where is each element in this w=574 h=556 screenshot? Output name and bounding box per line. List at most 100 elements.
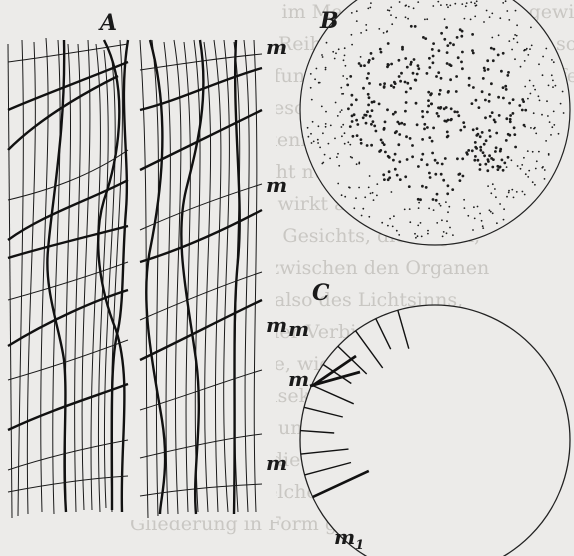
sphere-dot bbox=[513, 197, 515, 199]
sphere-dot bbox=[535, 168, 537, 170]
sphere-dot bbox=[440, 77, 443, 80]
sphere-dot bbox=[451, 188, 454, 191]
sphere-dot bbox=[436, 162, 439, 165]
sphere-dot bbox=[447, 184, 450, 187]
sphere-dot bbox=[446, 62, 449, 65]
sphere-dot bbox=[460, 61, 463, 64]
sphere-dot bbox=[339, 111, 341, 113]
sphere-dot bbox=[489, 16, 491, 18]
sphere-dot bbox=[436, 193, 439, 196]
sphere-dot bbox=[485, 139, 488, 142]
sphere-dot bbox=[484, 163, 487, 166]
sphere-dot bbox=[449, 119, 452, 122]
sphere-dot bbox=[412, 72, 415, 75]
sphere-dot bbox=[525, 49, 527, 51]
sphere-dot bbox=[560, 103, 562, 105]
sphere-dot bbox=[442, 179, 445, 182]
sphere-dot bbox=[316, 68, 318, 70]
sphere-dot bbox=[471, 149, 474, 152]
sphere-dot bbox=[376, 195, 378, 197]
sphere-dot bbox=[473, 159, 476, 162]
sphere-dot bbox=[525, 173, 527, 175]
sphere-dot bbox=[417, 1, 419, 3]
sphere-dot bbox=[356, 20, 358, 22]
sphere-dot bbox=[419, 198, 422, 201]
sphere-dot bbox=[408, 185, 411, 188]
sphere-dot bbox=[534, 127, 536, 129]
sphere-dot bbox=[533, 112, 535, 114]
sphere-dot bbox=[426, 72, 429, 75]
sphere-dot bbox=[506, 196, 508, 198]
sphere-dot bbox=[493, 48, 496, 51]
sphere-dot bbox=[432, 127, 435, 130]
sphere-dot bbox=[524, 86, 526, 88]
sphere-dot bbox=[362, 116, 365, 119]
sphere-dot bbox=[431, 48, 434, 51]
sphere-dot bbox=[398, 133, 401, 136]
sphere-dot bbox=[492, 212, 494, 214]
sphere-dot bbox=[394, 82, 397, 85]
sphere-dot bbox=[489, 209, 491, 211]
sphere-dot bbox=[551, 126, 553, 128]
sphere-dot bbox=[337, 183, 339, 185]
sphere-dot bbox=[499, 203, 501, 205]
sphere-dot bbox=[536, 160, 538, 162]
sphere-dot bbox=[472, 86, 475, 89]
sphere-dot bbox=[517, 42, 519, 44]
sphere-dot bbox=[373, 199, 375, 201]
sphere-dot bbox=[366, 110, 369, 113]
sphere-dot bbox=[383, 178, 386, 181]
sphere-dot bbox=[409, 208, 411, 210]
sphere-dot bbox=[383, 85, 386, 88]
sphere-dot bbox=[335, 102, 337, 104]
sphere-dot bbox=[398, 234, 400, 236]
sphere-dot bbox=[472, 229, 474, 231]
sphere-dot bbox=[344, 196, 346, 198]
sphere-dot bbox=[414, 79, 417, 82]
sphere-dot bbox=[512, 98, 515, 101]
sphere-dot bbox=[337, 115, 339, 117]
sphere-dot bbox=[417, 165, 420, 168]
sphere-dot bbox=[413, 7, 415, 9]
sphere-dot bbox=[341, 194, 343, 196]
sphere-dot bbox=[544, 178, 546, 180]
sphere-dot bbox=[523, 157, 525, 159]
sphere-dot bbox=[439, 106, 442, 109]
sphere-dot bbox=[410, 61, 413, 64]
sphere-dot bbox=[368, 187, 370, 189]
sphere-dot bbox=[527, 54, 529, 56]
sphere-dot bbox=[475, 5, 477, 7]
sphere-dot bbox=[361, 215, 363, 217]
panel-a-label: A bbox=[98, 10, 117, 36]
sphere-dot bbox=[479, 168, 482, 171]
panel-a-mark-4: m bbox=[266, 451, 287, 475]
sphere-dot bbox=[342, 124, 344, 126]
sphere-dot bbox=[471, 33, 474, 36]
sphere-dot bbox=[406, 82, 409, 85]
sphere-dot bbox=[476, 0, 478, 2]
sphere-dot bbox=[432, 61, 435, 64]
sphere-dot bbox=[332, 51, 334, 53]
sphere-dot bbox=[456, 157, 459, 160]
sphere-dot bbox=[508, 19, 510, 21]
sphere-dot bbox=[415, 237, 417, 239]
sphere-dot bbox=[535, 133, 537, 135]
sphere-dot bbox=[470, 1, 472, 3]
sphere-dot bbox=[486, 59, 489, 62]
sphere-dot bbox=[355, 119, 358, 122]
sphere-dot bbox=[550, 134, 552, 136]
sphere-dot bbox=[405, 5, 407, 7]
sphere-dot bbox=[351, 34, 353, 36]
sphere-dot bbox=[462, 175, 465, 178]
sphere-dot bbox=[380, 51, 383, 54]
sphere-dot bbox=[398, 122, 401, 125]
sphere-dot bbox=[432, 5, 434, 7]
sphere-dot bbox=[356, 163, 358, 165]
sphere-dot bbox=[392, 159, 395, 162]
sphere-dot bbox=[433, 209, 435, 211]
sphere-dot bbox=[441, 219, 443, 221]
sphere-dot bbox=[478, 106, 481, 109]
sphere-dot bbox=[495, 132, 498, 135]
sphere-dot bbox=[547, 115, 549, 117]
sphere-dot bbox=[342, 93, 344, 95]
